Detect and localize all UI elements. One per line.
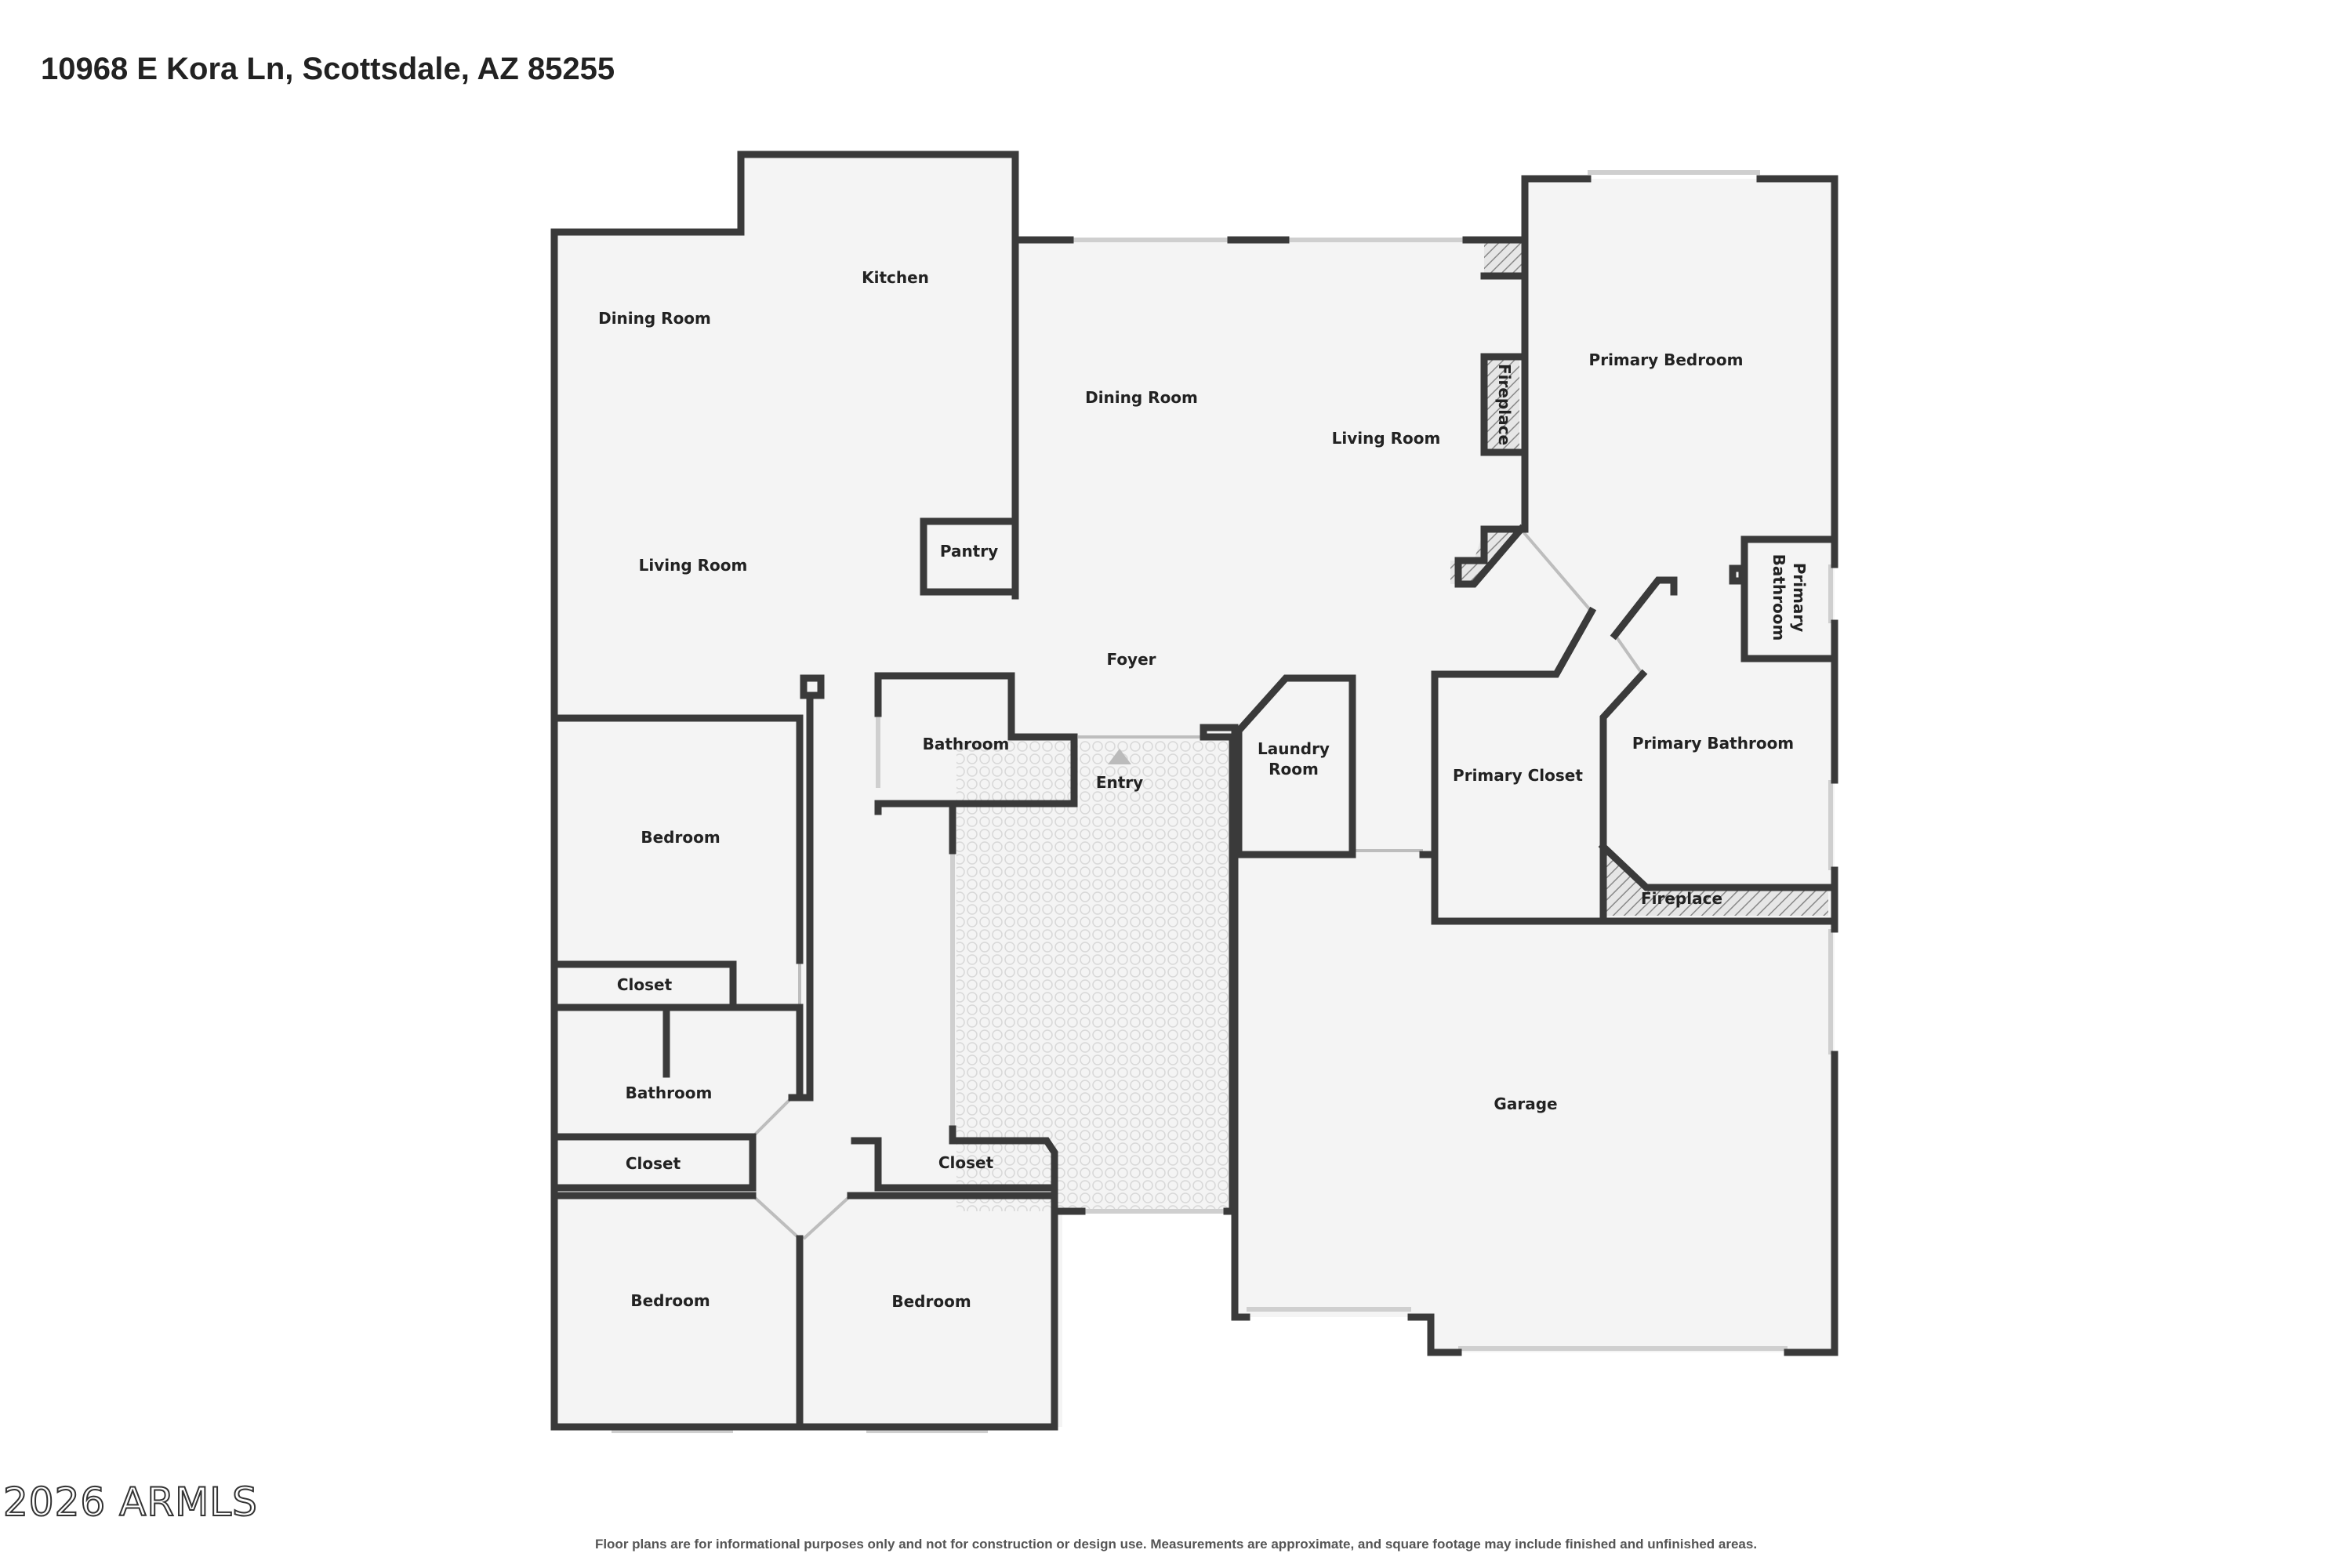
room-label-living-room-west: Living Room [639, 556, 748, 575]
entry-tile-floor [956, 741, 1232, 1211]
door [1613, 633, 1644, 676]
room-label-closet-west: Closet [617, 975, 673, 994]
room-label-bedroom-southwest: Bedroom [630, 1291, 710, 1310]
wall [1598, 841, 1838, 891]
wall [1454, 448, 1529, 588]
room-label-closet-south: Closet [938, 1153, 994, 1172]
room-label-primary-closet: Primary Closet [1453, 766, 1583, 785]
wall [920, 517, 1019, 596]
door [802, 1194, 852, 1240]
floor-fills [554, 154, 1835, 1427]
wall [550, 1133, 757, 1192]
door [751, 1194, 801, 1240]
wall [1729, 564, 1746, 585]
armls-watermark: 2026 ARMLS [2, 1479, 258, 1526]
wall [1431, 606, 1607, 925]
room-label-laundry-line1: Laundry [1258, 739, 1330, 758]
room-label-garage: Garage [1494, 1094, 1557, 1113]
wall [1480, 272, 1529, 361]
room-label-bedroom-south: Bedroom [891, 1292, 971, 1311]
wall [796, 1137, 1058, 1431]
room-label-dining-room-west: Dining Room [598, 309, 711, 328]
fireplace-living-hatch [1484, 357, 1519, 452]
doors [751, 528, 1644, 1240]
room-label-dining-room-center: Dining Room [1085, 388, 1198, 407]
room-label-primary-bathroom-small-line2: Bathroom [1769, 554, 1788, 641]
entry-arrow-icon [1108, 749, 1131, 764]
room-label-laundry-line2: Room [1269, 760, 1319, 779]
room-label-pantry: Pantry [940, 542, 998, 561]
wall [550, 228, 804, 1431]
wall [737, 151, 1019, 600]
wall [1407, 1313, 1462, 1356]
room-label-fireplace-living: Fireplace [1495, 364, 1514, 445]
room-label-kitchen: Kitchen [862, 268, 929, 287]
room-label-primary-bathroom: Primary Bathroom [1632, 734, 1794, 753]
fireplace-primary-hatch [1603, 847, 1828, 916]
wall [1784, 1051, 1838, 1356]
room-label-fireplace-primary: Fireplace [1641, 889, 1722, 908]
room-label-closet-southwest: Closet [626, 1154, 681, 1173]
wall [1235, 674, 1356, 858]
disclaimer-text: Floor plans are for informational purpos… [594, 1537, 1758, 1552]
room-label-primary-bedroom: Primary Bedroom [1589, 350, 1744, 369]
wall [1740, 535, 1838, 662]
walls [550, 151, 1838, 1431]
wall [1610, 576, 1678, 641]
wall [874, 672, 1078, 815]
door [1519, 528, 1593, 613]
room-label-living-room-center: Living Room [1332, 429, 1441, 448]
room-label-foyer: Foyer [1106, 650, 1156, 669]
room-label-bathroom-west: Bathroom [626, 1083, 713, 1102]
room-labels: Dining Room Kitchen Living Room Pantry D… [598, 268, 1809, 1311]
room-label-entry: Entry [1096, 773, 1143, 792]
door [751, 1096, 793, 1138]
room-label-bedroom-west: Bedroom [641, 828, 720, 847]
property-address-title: 10968 E Kora Ln, Scottsdale, AZ 85255 [41, 52, 615, 86]
wall [851, 1137, 1058, 1192]
wall [1200, 724, 1239, 741]
room-label-primary-bathroom-small-line1: Primary [1790, 563, 1809, 633]
wall [1756, 175, 1838, 568]
wall [1521, 175, 1592, 280]
chimney-top-hatch [1484, 243, 1522, 276]
wall [788, 691, 814, 1102]
room-label-bathroom-center: Bathroom [923, 735, 1010, 753]
